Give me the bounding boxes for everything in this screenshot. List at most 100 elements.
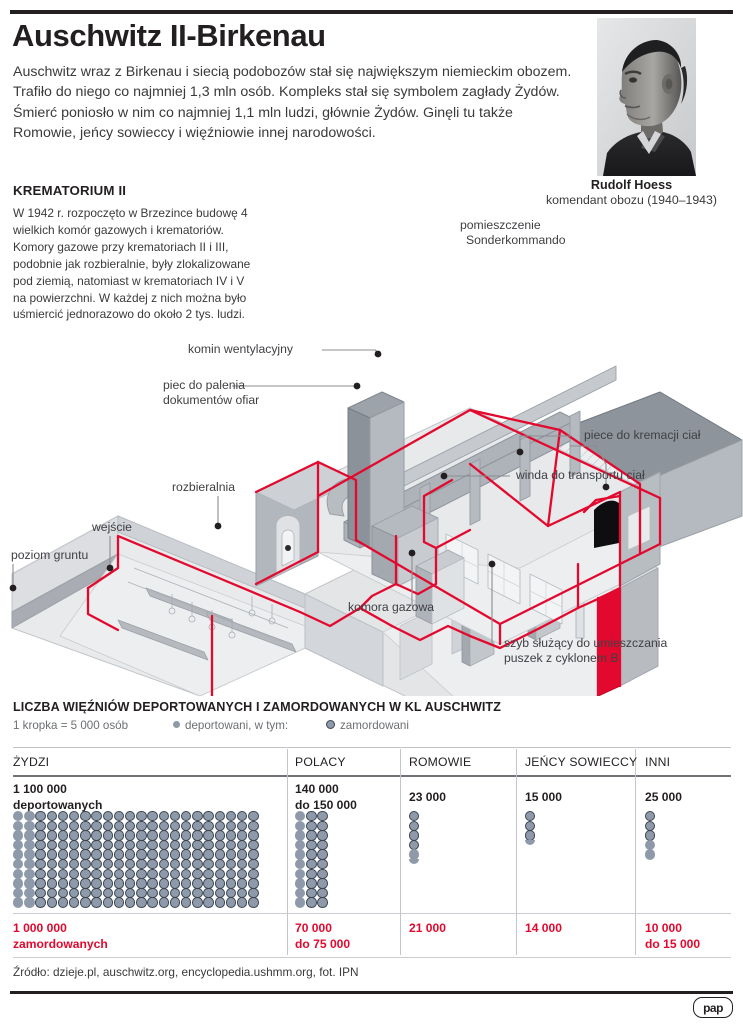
murdered-romowie: 21 000 (409, 921, 446, 935)
dot-murdered (192, 811, 203, 822)
dotgrid-polacy (295, 811, 329, 908)
dot-deported (24, 849, 35, 860)
dot-murdered (158, 859, 169, 870)
hotspot-szyb (488, 560, 496, 568)
label-szyb-cyklon: szyb służący do umieszczania puszek z cy… (504, 636, 667, 667)
dot-deported (24, 897, 35, 908)
dot-deported (24, 859, 35, 870)
dot-deported (645, 849, 656, 860)
hotspot-rozbieralnia (214, 522, 222, 530)
dot-murdered (125, 897, 136, 908)
dot-deported (295, 859, 306, 870)
dot-murdered (136, 897, 147, 908)
dot-murdered (214, 859, 225, 870)
murdered-inni-l2: do 15 000 (645, 936, 701, 951)
dot-murdered (69, 897, 80, 908)
dot-murdered (102, 897, 113, 908)
label-komin-wentylacyjny: komin wentylacyjny (188, 342, 293, 356)
dot-murdered (181, 897, 192, 908)
label-sonderkommando-line1: pomieszczenie (460, 218, 541, 232)
dot-murdered (225, 859, 237, 870)
dot-deported (13, 839, 24, 851)
dot-partial (525, 839, 536, 845)
dot-murdered (525, 811, 536, 822)
dotgrid-inni (645, 811, 656, 860)
deported-jency: 15 000 (525, 790, 562, 804)
dot-murdered (57, 897, 69, 908)
deported-polacy-l1: 140 000 (295, 782, 339, 796)
dot-murdered (169, 811, 181, 822)
dot-murdered (91, 897, 102, 908)
dot-murdered (113, 859, 125, 870)
dot-deported (24, 839, 35, 851)
dot-murdered (80, 859, 91, 870)
dot-murdered (645, 811, 656, 822)
intro-paragraph: Auschwitz wraz z Birkenau i siecią podob… (13, 64, 572, 141)
dot-deported (13, 830, 24, 841)
portrait-caption-role: komendant obozu (1940–1943) (546, 193, 717, 207)
label-sonderkommando: pomieszczenie Sonderkommando (460, 218, 566, 249)
murdered-jency: 14 000 (525, 921, 562, 935)
dot-deported (13, 849, 24, 860)
table-header-rule (13, 775, 731, 777)
dot-murdered (192, 897, 203, 908)
dot-murdered (46, 859, 57, 870)
table-mid-rule (13, 913, 731, 914)
hotspot-komora-gazowa (408, 549, 416, 557)
bottom-divider (10, 991, 733, 994)
column-header-polacy: POLACY (295, 755, 346, 769)
dot-murdered (306, 811, 317, 822)
dot-deported (295, 839, 306, 851)
dot-deported (24, 868, 35, 879)
dot-murdered (35, 811, 46, 822)
dot-murdered (237, 811, 248, 822)
dot-murdered (248, 811, 259, 822)
label-komora-gazowa: komora gazowa (348, 600, 435, 614)
murdered-inni-l1: 10 000 (645, 921, 682, 935)
legend-dot-murdered-icon (326, 720, 335, 729)
column-header-jency: JEŃCY SOWIECCY (525, 755, 638, 769)
dot-deported (24, 887, 35, 899)
dot-deported (13, 897, 24, 908)
dot-deported (295, 878, 306, 889)
legend-deported-label: deportowani, w tym: (185, 719, 289, 732)
dot-murdered (203, 811, 214, 822)
label-piece-kremacji: piece do kremacji ciał (584, 428, 701, 442)
dot-murdered (237, 859, 248, 870)
murdered-polacy-l2: do 75 000 (295, 936, 351, 951)
label-piec-dokumenty: piec do palenia dokumentów ofiar (163, 378, 259, 409)
dotgrid-zydzi (13, 811, 259, 908)
murdered-inni: 10 000 do 15 000 (645, 921, 700, 953)
column-header-inni: INNI (645, 755, 671, 769)
hotspot-komin (374, 350, 382, 358)
deported-inni: 25 000 (645, 790, 682, 804)
dot-deported (295, 868, 306, 879)
dot-murdered (136, 859, 147, 870)
legend-murdered-label: zamordowani (340, 719, 409, 732)
dot-deported (295, 887, 306, 899)
murdered-polacy: 70 000 do 75 000 (295, 921, 350, 953)
dot-murdered (147, 859, 158, 870)
dot-deported (13, 878, 24, 889)
table-bottom-rule (13, 957, 731, 958)
table-top-rule (13, 747, 731, 748)
dot-murdered (158, 811, 169, 822)
dot-deported (295, 820, 306, 831)
dot-murdered (169, 897, 181, 908)
portrait-image (597, 18, 696, 176)
dot-murdered (69, 811, 80, 822)
dot-murdered (147, 811, 158, 822)
table-divider-2 (400, 749, 401, 955)
deported-polacy-l2: do 150 000 (295, 797, 357, 812)
dot-murdered (214, 811, 225, 822)
dot-deported (295, 830, 306, 841)
dot-murdered (158, 897, 169, 908)
dot-murdered (136, 811, 147, 822)
dot-murdered (203, 859, 214, 870)
dot-murdered (102, 859, 113, 870)
dot-murdered (80, 897, 91, 908)
dot-murdered (35, 897, 46, 908)
dot-murdered (102, 811, 113, 822)
dot-deported (24, 830, 35, 841)
murdered-zydzi-l2: zamordowanych (13, 936, 108, 951)
